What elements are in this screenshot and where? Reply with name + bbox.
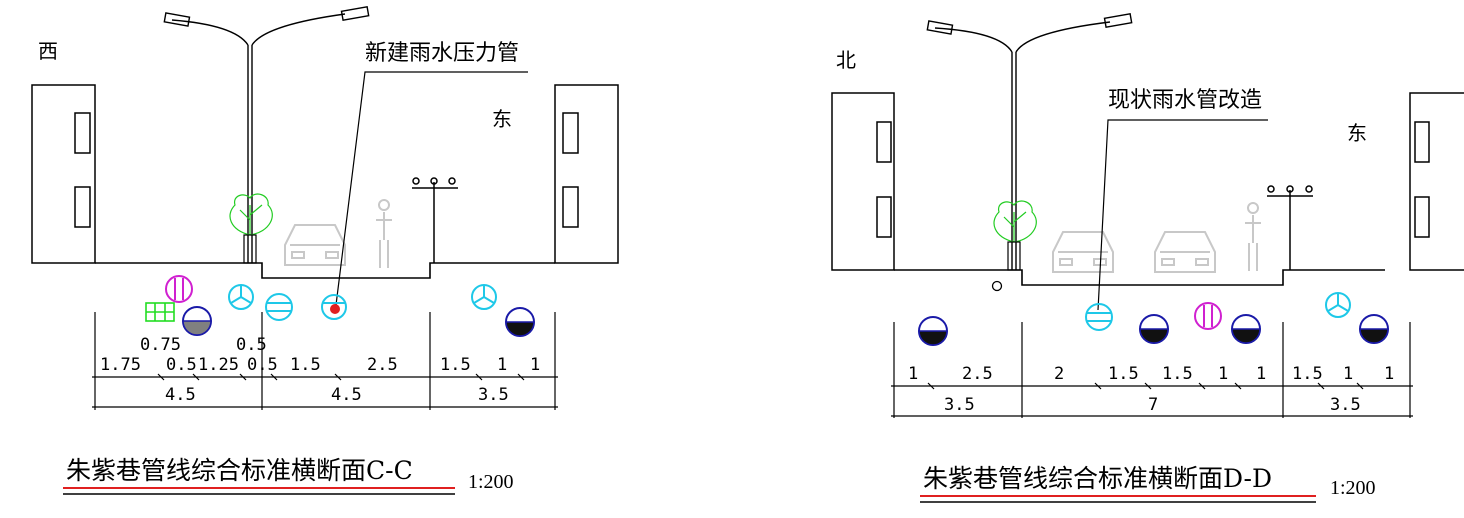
dim-label: 1.75 [100,355,141,375]
dim-label: 1.5 [1292,364,1323,384]
section-title-c-c: 朱紫巷管线综合标准横断面C-C [66,456,413,485]
dim-label: 1.5 [440,355,471,375]
dimension-labels-row1: 1.75 0.5 1.25 0.5 1.5 2.5 1.5 1 1 0.75 0… [100,335,540,375]
ground-line [894,269,1385,286]
callout-existing-storm-pipe-renovation: 现状雨水管改造 [1108,88,1262,113]
car-icon [1052,231,1114,273]
dim-label: 2 [1054,364,1064,384]
callout-leader-line [335,71,528,306]
direction-west-label: 西 [38,39,58,63]
dim-label: 3.5 [478,385,509,405]
left-building [31,84,96,264]
section-d-d: 北 东 [831,12,1464,503]
water-pipe-icon [1325,292,1351,318]
dim-label: 1.25 [198,355,239,375]
manhole-icon [991,280,1003,292]
dim-label: 7 [1148,395,1158,415]
utility-pole-icon [412,177,458,263]
scale-label: 1:200 [468,471,514,493]
gas-pipe-icon [1194,302,1222,330]
tree-icon [229,193,273,264]
sewer-pipe-icon [265,293,293,321]
cyclist-icon [376,199,392,268]
dim-label: 4.5 [165,385,196,405]
ground-line [95,262,555,279]
dim-label: 1 [1384,364,1394,384]
telecom-duct-icon [145,302,175,322]
callout-new-storm-pressure-pipe: 新建雨水压力管 [365,41,519,66]
street-lamp [163,5,370,263]
dimension-labels-row1: 1 2.5 2 1.5 1.5 1 1 1.5 1 1 [908,364,1394,384]
direction-east-label: 东 [1347,121,1367,145]
dim-label: 1 [1218,364,1228,384]
dim-label: 2.5 [367,355,398,375]
dim-label: 0.5 [236,335,267,355]
water-pipe-icon [228,284,254,310]
dim-label: 1 [497,355,507,375]
right-building [554,84,619,264]
section-c-c: 西 东 [31,5,619,495]
scale-label: 1:200 [1330,477,1376,499]
tree-icon [993,200,1037,271]
dimension-lines [92,312,558,410]
dim-label: 1.5 [1162,364,1193,384]
dim-label: 1.5 [290,355,321,375]
dim-label: 1 [908,364,918,384]
storm-pipe-icon [1231,314,1261,344]
dim-label: 0.5 [247,355,278,375]
right-building [1409,92,1464,271]
storm-pipe-icon [1139,314,1169,344]
gas-pipe-icon [165,275,193,303]
street-lamp [926,12,1133,270]
callout-leader-line [1097,119,1268,311]
dim-label: 1.5 [1108,364,1139,384]
storm-pipe-icon [918,316,948,346]
dim-label: 0.75 [140,335,181,355]
water-pipe-icon [471,284,497,310]
dim-label: 2.5 [962,364,993,384]
storm-pipe-icon [505,307,535,337]
new-storm-pressure-pipe-icon [321,294,347,320]
dimension-lines [891,322,1413,418]
utility-pole-icon [1267,185,1313,270]
storm-pipe-icon [1359,314,1389,344]
renovated-storm-pipe-icon [1085,303,1113,331]
dim-label: 1 [1256,364,1266,384]
car-icon [284,224,346,266]
storm-pipe-icon [182,306,212,336]
car-icon [1154,231,1216,273]
dim-label: 3.5 [944,395,975,415]
direction-north-label: 北 [836,48,856,72]
dim-label: 4.5 [331,385,362,405]
dimension-labels-row2: 3.5 7 3.5 [944,395,1361,415]
dim-label: 1 [1343,364,1353,384]
section-title-d-d: 朱紫巷管线综合标准横断面D-D [923,464,1272,493]
dimension-labels-row2: 4.5 4.5 3.5 [165,385,509,405]
direction-east-label: 东 [492,107,512,131]
left-building [831,92,895,271]
cyclist-icon [1245,202,1261,271]
dim-label: 3.5 [1330,395,1361,415]
dim-label: 0.5 [166,355,197,375]
dim-label: 1 [530,355,540,375]
